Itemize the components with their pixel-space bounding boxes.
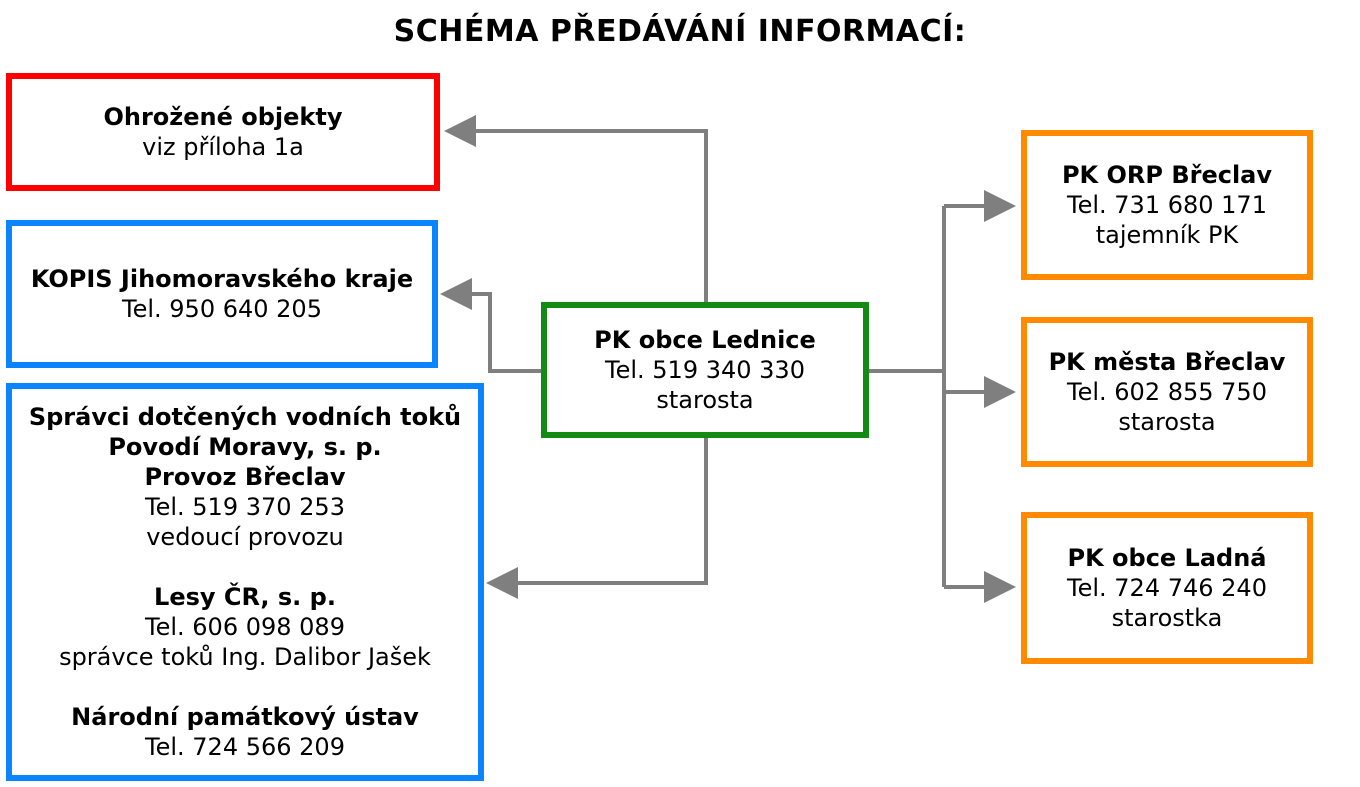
water-role: vedoucí provozu: [146, 523, 344, 551]
box-mesto-breclav: PK města Břeclav Tel. 602 855 750 staros…: [1021, 317, 1313, 467]
orp-name: PK ORP Břeclav: [1061, 161, 1273, 189]
orp-tel: Tel. 731 680 171: [1067, 191, 1267, 219]
water-line2: Povodí Moravy, s. p.: [108, 433, 382, 461]
diagram-title: SCHÉMA PŘEDÁVÁNÍ INFORMACÍ:: [393, 14, 967, 49]
mesto-name: PK města Břeclav: [1048, 348, 1286, 376]
orp-role: tajemník PK: [1095, 221, 1239, 249]
connector-to-kopis: [440, 278, 542, 373]
ladna-name: PK obce Ladná: [1067, 544, 1267, 572]
water-line3: Provoz Břeclav: [144, 463, 346, 491]
box-threatened-objects: Ohrožené objekty viz příloha 1a: [6, 73, 440, 191]
lesy-name: Lesy ČR, s. p.: [154, 583, 336, 611]
box-ladna: PK obce Ladná Tel. 724 746 240 starostka: [1021, 512, 1313, 664]
center-name: PK obce Lednice: [594, 326, 816, 354]
mesto-tel: Tel. 602 855 750: [1067, 378, 1267, 406]
connector-to-threatened: [444, 115, 708, 302]
mesto-role: starosta: [1118, 408, 1216, 436]
box-center-lednice: PK obce Lednice Tel. 519 340 330 starost…: [541, 302, 869, 438]
box-kopis: KOPIS Jihomoravského kraje Tel. 950 640 …: [6, 220, 438, 368]
box-threatened-name: Ohrožené objekty: [103, 103, 343, 131]
box-kopis-tel: Tel. 950 640 205: [122, 295, 322, 323]
lesy-tel: Tel. 606 098 089: [145, 613, 345, 641]
lesy-role: správce toků Ing. Dalibor Jašek: [59, 643, 431, 671]
npu-tel: Tel. 724 566 209: [145, 733, 345, 761]
water-line1: Správci dotčených vodních toků: [28, 403, 462, 431]
box-water-managers: Správci dotčených vodních toků Povodí Mo…: [6, 383, 484, 781]
box-orp-breclav: PK ORP Břeclav Tel. 731 680 171 tajemník…: [1021, 130, 1313, 280]
ladna-tel: Tel. 724 746 240: [1067, 574, 1267, 602]
center-role: starosta: [656, 386, 754, 414]
box-kopis-name: KOPIS Jihomoravského kraje: [30, 265, 414, 293]
npu-name: Národní památkový ústav: [71, 703, 419, 731]
water-tel: Tel. 519 370 253: [145, 493, 345, 521]
ladna-role: starostka: [1111, 604, 1223, 632]
center-tel: Tel. 519 340 330: [605, 356, 805, 384]
box-threatened-note: viz příloha 1a: [142, 133, 304, 161]
connector-to-water: [486, 437, 708, 599]
